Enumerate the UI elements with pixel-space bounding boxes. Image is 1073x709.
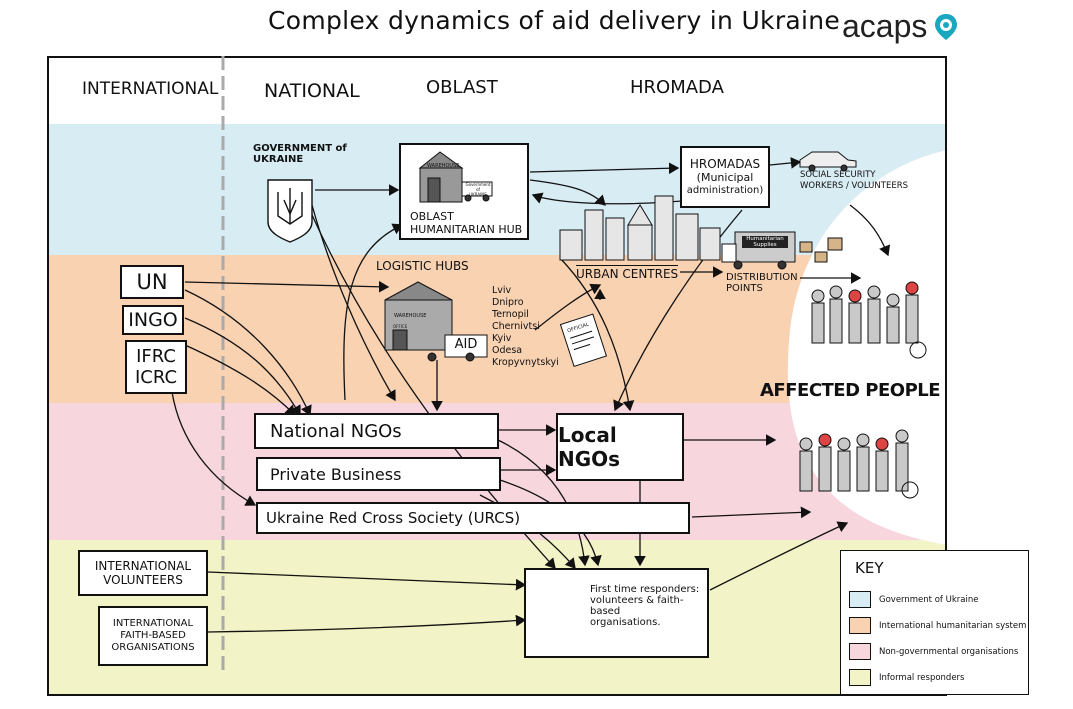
intl-faith-line1: INTERNATIONAL — [112, 618, 194, 629]
logistic-warehouse-sign: WAREHOUSE — [394, 313, 427, 319]
intl-volunteers-line2: VOLUNTEERS — [103, 573, 183, 587]
hromadas-line1: HROMADAS — [689, 156, 761, 171]
intl-faith-line2: FAITH-BASED — [120, 630, 186, 641]
icrc-label: ICRC — [134, 367, 178, 388]
hub-warehouse-sign: WAREHOUSE — [427, 163, 460, 169]
official-document-drawing — [559, 313, 608, 368]
ifrc-icrc-box: IFRC ICRC — [125, 340, 187, 394]
social-security-label: SOCIAL SECURITY WORKERS / VOLUNTEERS — [800, 170, 908, 192]
government-label-line1: GOVERNMENT of — [253, 143, 347, 154]
key-item-international: International humanitarian system — [849, 617, 1026, 634]
un-box: UN — [120, 265, 184, 299]
key-label-government: Government of Ukraine — [879, 594, 979, 605]
column-national: NATIONAL — [264, 80, 360, 102]
government-label-line2: UKRAINE — [253, 154, 304, 165]
intl-volunteers-line1: INTERNATIONAL — [94, 559, 192, 573]
intl-volunteers-box: INTERNATIONAL VOLUNTEERS — [78, 550, 208, 596]
key-swatch-ngos — [849, 643, 871, 660]
oblast-hub-line2: HUMANITARIAN HUB — [410, 223, 523, 236]
distribution-points-line2: POINTS — [726, 283, 763, 294]
key-label-ngos: Non-governmental organisations — [879, 646, 1019, 657]
first-responders-text: First time responders: volunteers & fait… — [590, 584, 707, 628]
social-security-line1: SOCIAL SECURITY — [800, 170, 876, 180]
key-swatch-government — [849, 591, 871, 608]
urban-centres-label: URBAN CENTRES — [576, 265, 679, 281]
cityscape-drawing — [559, 195, 721, 261]
key-label-informal: Informal responders — [879, 672, 965, 683]
city-dnipro: Dnipro — [492, 297, 524, 308]
hromadas-box: HROMADAS (Municipal administration) — [680, 146, 770, 208]
hromadas-line3: administration) — [686, 184, 764, 196]
truck-hum-line1: Humanitarian — [746, 236, 784, 242]
diagram-title: Complex dynamics of aid delivery in Ukra… — [268, 6, 841, 35]
diagram-frame — [47, 56, 947, 696]
hromadas-line2: (Municipal — [696, 170, 754, 184]
key-label-international: International humanitarian system — [879, 620, 1027, 631]
ingo-box: INGO — [122, 305, 184, 335]
key-item-government: Government of Ukraine — [849, 591, 978, 608]
first-responders-line1: First time responders: — [590, 584, 700, 595]
key-legend: KEY Government of Ukraine International … — [840, 550, 1029, 695]
logistic-warehouse-drawing — [384, 281, 488, 362]
city-kyiv: Kyiv — [492, 333, 512, 344]
city-odesa: Odesa — [492, 345, 523, 356]
urcs-box: Ukraine Red Cross Society (URCS) — [256, 502, 690, 534]
truck-gov-sign: Government of UKRAINE — [464, 182, 492, 197]
affected-crowd-top — [811, 281, 927, 359]
city-chernivtsi: Chernivtsi — [492, 321, 540, 332]
logistic-cities-list: Lviv Dnipro Ternopil Chernivtsi Kyiv Ode… — [492, 285, 559, 369]
oblast-hub-label: OBLAST HUMANITARIAN HUB — [410, 210, 522, 236]
national-ngos-box: National NGOs — [254, 413, 499, 449]
ifrc-label: IFRC — [136, 346, 176, 367]
first-responders-line3: organisations. — [590, 617, 661, 628]
column-international: INTERNATIONAL — [82, 79, 219, 99]
acaps-logo: acaps — [842, 8, 959, 45]
intl-faith-line3: ORGANISATIONS — [111, 642, 195, 653]
private-business-box: Private Business — [256, 457, 501, 491]
distribution-points-line1: DISTRIBUTION — [726, 272, 798, 283]
city-lviv: Lviv — [492, 285, 512, 296]
international-divider — [221, 56, 225, 674]
truck-hum-sign: Humanitarian Supplies — [742, 236, 788, 248]
social-security-line2: WORKERS / VOLUNTEERS — [800, 181, 908, 191]
city-kropyvnytskyi: Kropyvnytskyi — [492, 357, 559, 368]
local-ngos-box: Local NGOs — [556, 413, 684, 481]
column-hromada: HROMADA — [630, 77, 724, 98]
intl-faith-box: INTERNATIONAL FAITH-BASED ORGANISATIONS — [98, 606, 208, 666]
location-pin-icon — [935, 13, 958, 40]
key-item-ngos: Non-governmental organisations — [849, 643, 1018, 660]
truck-gov-line1: Government of — [465, 182, 491, 192]
truck-aid-sign: AID — [454, 337, 478, 352]
logo-text: acaps — [842, 8, 928, 44]
logistic-hubs-label: LOGISTIC HUBS — [376, 259, 469, 273]
key-item-informal: Informal responders — [849, 669, 964, 686]
truck-gov-line2: UKRAINE — [469, 192, 487, 197]
first-responders-box: First time responders: volunteers & fait… — [524, 568, 709, 658]
key-title: KEY — [855, 559, 884, 577]
logistic-office-sign: OFFICE — [393, 324, 408, 329]
first-responders-line2: volunteers & faith-based — [590, 595, 684, 617]
car-drawing — [799, 151, 857, 172]
distribution-points-label: DISTRIBUTION POINTS — [726, 272, 798, 294]
affected-crowd-bottom — [799, 429, 919, 499]
affected-people-label: AFFECTED PEOPLE — [760, 380, 941, 401]
trident-emblem — [267, 179, 313, 243]
government-label: GOVERNMENT of UKRAINE — [253, 143, 347, 165]
city-ternopil: Ternopil — [492, 309, 529, 320]
key-swatch-informal — [849, 669, 871, 686]
key-swatch-international — [849, 617, 871, 634]
hub-warehouse-drawing — [418, 151, 493, 203]
column-oblast: OBLAST — [426, 77, 498, 98]
oblast-hub-line1: OBLAST — [410, 210, 454, 223]
truck-hum-line2: Supplies — [753, 242, 777, 248]
